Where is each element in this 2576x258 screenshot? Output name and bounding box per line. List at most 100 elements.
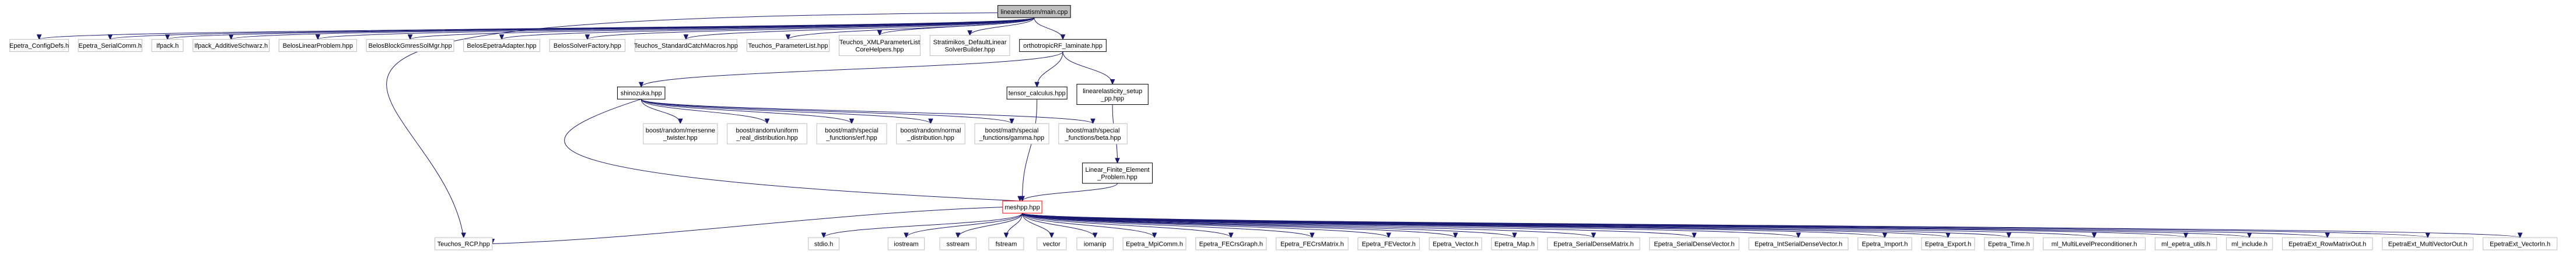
node-belos-linear-problem[interactable]: BelosLinearProblem.hpp	[278, 39, 357, 52]
node-ifpack[interactable]: Ifpack.h	[151, 39, 184, 52]
node-config-defs[interactable]: Epetra_ConfigDefs.h	[9, 39, 69, 52]
node-tensor[interactable]: tensor_calculus.hpp	[1006, 86, 1068, 100]
node-map[interactable]: Epetra_Map.h	[1491, 237, 1538, 250]
edge-main-to-belos-block-gmres	[410, 17, 1035, 40]
edge-meshpp-to-fecrs-matrix	[1022, 213, 1312, 238]
edge-meshpp-to-mlprec	[1022, 213, 2095, 238]
node-label: Epetra_FEVector.h	[1362, 241, 1415, 248]
node-label: iostream	[894, 241, 918, 248]
node-fevector[interactable]: Epetra_FEVector.h	[1357, 237, 1420, 250]
node-label: EpetraExt_RowMatrixOut.h	[2288, 241, 2366, 248]
node-linear-finite[interactable]: Linear_Finite_Element_Problem.hpp	[1082, 162, 1153, 184]
node-iostream[interactable]: iostream	[887, 237, 925, 250]
edge-arrowhead	[821, 232, 827, 239]
node-gamma[interactable]: boost/math/special_functions/gamma.hpp	[974, 123, 1049, 144]
node-label: Teuchos_RCP.hpp	[438, 241, 490, 248]
node-serial-comm[interactable]: Epetra_SerialComm.h	[78, 39, 142, 52]
edge-arrowhead	[1060, 34, 1066, 40]
node-row-matrix-out[interactable]: EpetraExt_RowMatrixOut.h	[2282, 237, 2373, 250]
node-orthotropic[interactable]: orthotropicRF_laminate.hpp	[1019, 39, 1107, 52]
node-shinozuka[interactable]: shinozuka.hpp	[617, 86, 666, 100]
node-rcp[interactable]: Teuchos_RCP.hpp	[435, 237, 493, 250]
edge-main-to-stratimikos	[970, 17, 1035, 36]
edge-linear-finite-to-meshpp	[1022, 183, 1118, 202]
node-label: Epetra_ConfigDefs.h	[9, 43, 69, 50]
edge-arrowhead	[967, 30, 972, 36]
edge-arrowhead	[764, 118, 770, 125]
node-label: BelosSolverFactory.hpp	[554, 43, 621, 50]
node-beta[interactable]: boost/math/special_functions/beta.hpp	[1058, 123, 1128, 144]
node-box	[1122, 237, 1186, 250]
node-multi-vector-out[interactable]: EpetraExt_MultiVectorOut.h	[2382, 237, 2474, 250]
edge-shinozuka-to-uniform	[640, 99, 768, 124]
node-serial-dense-vector[interactable]: Epetra_SerialDenseVector.h	[1649, 237, 1740, 250]
node-box	[1857, 237, 1912, 250]
node-stratimikos[interactable]: Stratimikos_DefaultLinearSolverBuilder.h…	[929, 35, 1010, 56]
edge-arrowhead	[1090, 118, 1096, 125]
node-iomanip[interactable]: iomanip	[1076, 237, 1114, 250]
edge-meshpp-to-rcp	[492, 207, 1003, 245]
edge-arrowhead	[164, 34, 170, 40]
node-sstream[interactable]: sstream	[939, 237, 977, 250]
node-label: linearelasticity_setup	[1083, 88, 1142, 95]
edge-meshpp-to-serial-dense-matrix	[1022, 213, 1594, 238]
node-ml-include[interactable]: ml_include.h	[2226, 237, 2273, 250]
edge-arrowhead	[849, 118, 855, 125]
node-mpi-comm[interactable]: Epetra_MpiComm.h	[1122, 237, 1186, 250]
node-box	[896, 123, 965, 144]
node-belos-epetra-adapter[interactable]: BelosEpetraAdapter.hpp	[463, 39, 540, 52]
edge-arrowhead	[1115, 158, 1120, 164]
node-export[interactable]: Epetra_Export.h	[1921, 237, 1975, 250]
node-serial-dense-matrix[interactable]: Epetra_SerialDenseMatrix.h	[1547, 237, 1640, 250]
node-stdio[interactable]: stdio.h	[808, 237, 839, 250]
node-time[interactable]: Epetra_Time.h	[1984, 237, 2034, 250]
node-box	[1076, 84, 1149, 105]
node-uniform[interactable]: boost/random/uniform_real_distribution.h…	[727, 123, 807, 144]
node-box	[1037, 237, 1067, 250]
node-main[interactable]: linearelastism/main.cpp	[998, 5, 1071, 18]
node-fecrs-graph[interactable]: Epetra_FECrsGraph.h	[1195, 237, 1267, 250]
node-belos-solver-factory[interactable]: BelosSolverFactory.hpp	[549, 39, 626, 52]
node-label: boost/math/special	[1066, 127, 1120, 134]
node-label: _Problem.hpp	[1097, 174, 1138, 181]
node-ml-epetra-utils[interactable]: ml_epetra_utils.h	[2154, 237, 2217, 250]
node-label: ml_epetra_utils.h	[2161, 241, 2210, 248]
edge-main-to-belos-epetra-adapter	[501, 17, 1035, 40]
edge-arrowhead	[904, 232, 909, 239]
node-box	[1491, 237, 1538, 250]
edge-arrowhead	[499, 34, 505, 40]
node-mersenne[interactable]: boost/random/mersenne_twister.hpp	[643, 123, 718, 144]
node-label: _distribution.hpp	[907, 135, 954, 142]
edge-meshpp-to-row-matrix-out	[1022, 213, 2328, 238]
node-fstream[interactable]: fstream	[988, 237, 1024, 250]
node-label: Epetra_Export.h	[1925, 241, 1972, 248]
node-additive-schwarz[interactable]: Ifpack_AdditiveSchwarz.h	[192, 39, 270, 52]
edge-meshpp-to-fevector	[1022, 213, 1390, 238]
node-mlprec[interactable]: ml_MultiLevelPreconditioner.h	[2043, 237, 2146, 250]
node-vector[interactable]: Epetra_Vector.h	[1429, 237, 1482, 250]
node-belos-block-gmres[interactable]: BelosBlockGmresSolMgr.hpp	[366, 39, 454, 52]
edge-arrowhead	[1092, 232, 1098, 239]
edge-orthotropic-to-tensor	[1037, 51, 1063, 87]
node-box	[1748, 237, 1849, 250]
node-vector-in[interactable]: EpetraExt_VectorIn.h	[2483, 237, 2558, 250]
node-box	[808, 237, 839, 250]
node-vector[interactable]: vector	[1037, 237, 1067, 250]
edge-meshpp-to-stdio	[823, 213, 1023, 238]
node-label: Teuchos_XMLParameterList	[839, 39, 920, 46]
node-int-serial-dense-vector[interactable]: Epetra_IntSerialDenseVector.h	[1748, 237, 1849, 250]
node-import[interactable]: Epetra_Import.h	[1857, 237, 1912, 250]
node-box	[463, 39, 540, 52]
node-linearelasticity[interactable]: linearelasticity_setup_pp.hpp	[1076, 84, 1149, 105]
node-fecrs-matrix[interactable]: Epetra_FECrsMatrix.h	[1276, 237, 1349, 250]
node-erf[interactable]: boost/math/special_functions/erf.hpp	[816, 123, 887, 144]
node-parameter-list[interactable]: Teuchos_ParameterList.hpp	[746, 39, 830, 52]
node-label: tensor_calculus.hpp	[1009, 90, 1066, 97]
node-label: meshpp.hpp	[1005, 204, 1040, 211]
node-normal[interactable]: boost/random/normal_distribution.hpp	[896, 123, 965, 144]
node-label: fstream	[996, 241, 1017, 248]
node-meshpp[interactable]: meshpp.hpp	[1002, 200, 1042, 214]
node-label: Teuchos_StandardCatchMacros.hpp	[634, 43, 738, 50]
node-std-catch-macros[interactable]: Teuchos_StandardCatchMacros.hpp	[634, 39, 738, 52]
